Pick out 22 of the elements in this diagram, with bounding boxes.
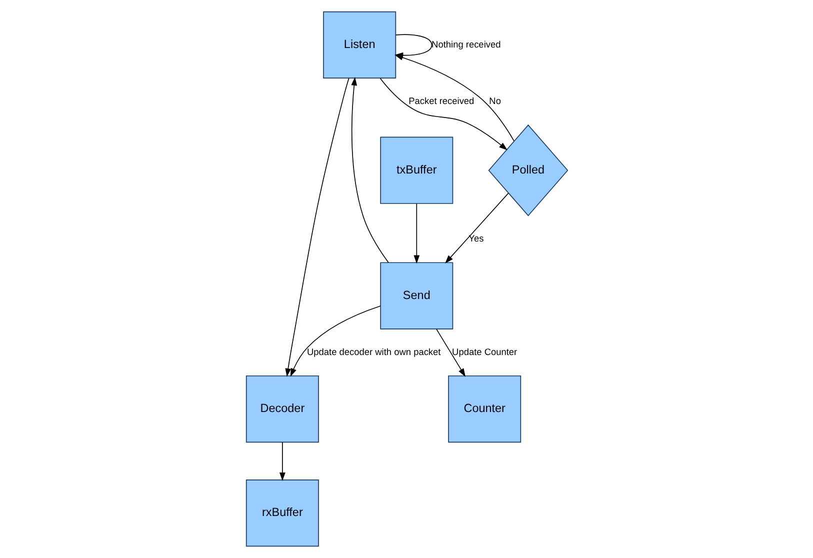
edge-label: Update decoder with own packet (306, 346, 440, 357)
node-box: Send (380, 262, 453, 330)
edge-label: Packet received (408, 96, 474, 106)
arrow (394, 54, 514, 142)
arrow (444, 192, 508, 264)
arrow (379, 78, 507, 150)
node-box: txBuffer (380, 136, 453, 204)
arrow (436, 328, 466, 377)
edge-label: No (488, 96, 500, 106)
edge-label: Update Counter (452, 346, 517, 357)
arrow (284, 78, 349, 377)
arrow (290, 306, 380, 377)
node-box: rxBuffer (245, 480, 318, 547)
node-box: Listen (322, 11, 396, 78)
arrow (278, 442, 285, 481)
node-diamond: Polled (488, 124, 568, 216)
edge-label: Yes (468, 234, 484, 244)
node-box: Counter (448, 375, 521, 443)
edge-label: Nothing received (431, 39, 500, 50)
node-box: Decoder (245, 375, 318, 443)
arrow (413, 203, 420, 264)
arrow (350, 77, 388, 263)
